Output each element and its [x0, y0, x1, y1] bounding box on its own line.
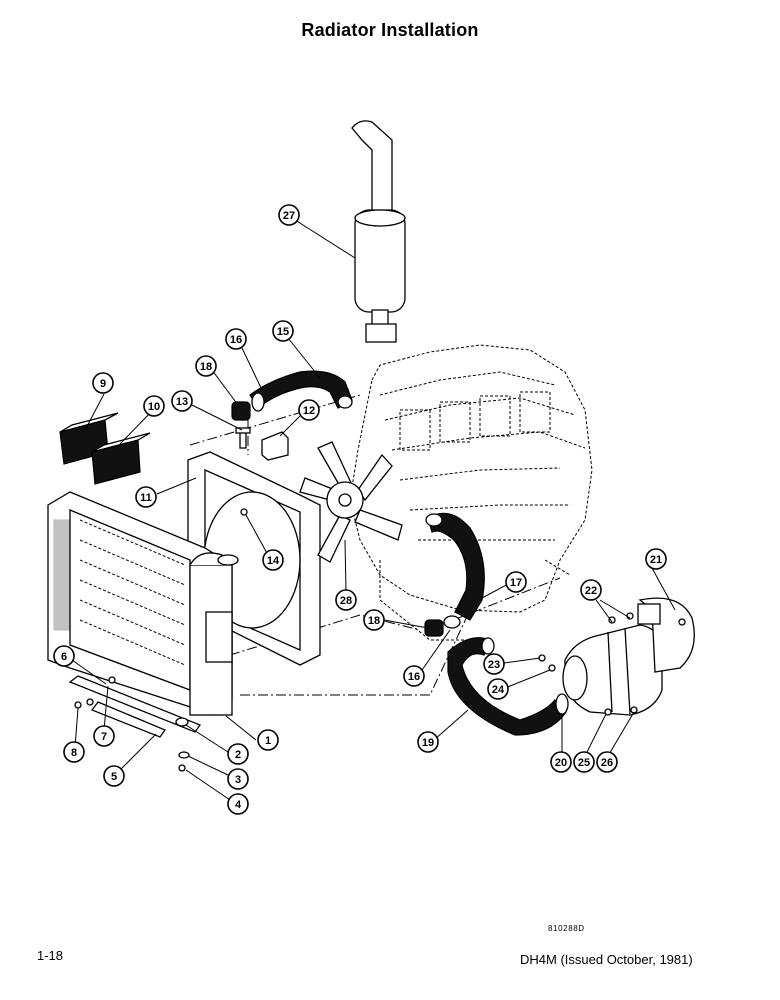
- callout-12: 12: [298, 399, 320, 421]
- svg-text:16: 16: [408, 671, 420, 683]
- svg-text:4: 4: [235, 799, 242, 811]
- callout-28: 28: [335, 589, 357, 611]
- callout-25: 25: [573, 751, 595, 773]
- callout-15: 15: [272, 320, 294, 342]
- core-blocks-part: [59, 412, 151, 485]
- intake-hose-part: [447, 637, 569, 736]
- document-reference: DH4M (Issued October, 1981): [520, 952, 693, 967]
- svg-text:27: 27: [283, 210, 295, 222]
- callout-14: 14: [262, 549, 284, 571]
- svg-text:21: 21: [650, 554, 662, 566]
- svg-text:6: 6: [61, 651, 67, 663]
- callout-16b: 16: [403, 665, 425, 687]
- callout-23: 23: [483, 653, 505, 675]
- svg-text:1: 1: [265, 735, 271, 747]
- drawing-number: 810288D: [548, 924, 585, 933]
- muffler-part: [351, 120, 406, 343]
- callout-18b: 18: [363, 609, 385, 631]
- svg-text:20: 20: [555, 757, 567, 769]
- svg-text:11: 11: [140, 492, 152, 504]
- svg-text:18: 18: [368, 615, 380, 627]
- callout-26: 26: [596, 751, 618, 773]
- callout-27: 27: [278, 204, 300, 226]
- callout-20: 20: [550, 751, 572, 773]
- callout-21: 21: [645, 548, 667, 570]
- callout-8: 8: [63, 741, 85, 763]
- callout-3: 3: [227, 768, 249, 790]
- svg-text:14: 14: [267, 555, 280, 567]
- mounting-bar-part: [68, 675, 202, 772]
- svg-text:26: 26: [601, 757, 613, 769]
- svg-text:25: 25: [578, 757, 590, 769]
- svg-text:2: 2: [235, 749, 241, 761]
- callout-18: 18: [195, 355, 217, 377]
- lower-hose-part: [424, 512, 485, 637]
- svg-text:10: 10: [148, 401, 160, 413]
- callout-10: 10: [143, 395, 165, 417]
- callout-22: 22: [580, 579, 602, 601]
- svg-text:7: 7: [101, 731, 107, 743]
- callout-6: 6: [53, 645, 75, 667]
- svg-text:9: 9: [100, 378, 106, 390]
- radiator-part: [47, 491, 239, 716]
- svg-text:17: 17: [510, 577, 522, 589]
- svg-text:12: 12: [303, 405, 315, 417]
- svg-text:8: 8: [71, 747, 77, 759]
- page-number: 1-18: [37, 948, 64, 963]
- callout-24: 24: [487, 678, 509, 700]
- svg-text:23: 23: [488, 659, 500, 671]
- svg-text:13: 13: [176, 396, 188, 408]
- callout-17: 17: [505, 571, 527, 593]
- callout-7: 7: [93, 725, 115, 747]
- callout-11: 11: [135, 486, 157, 508]
- bracket-part: [235, 427, 289, 461]
- callout-19: 19: [417, 731, 439, 753]
- svg-text:5: 5: [111, 771, 117, 783]
- callout-2: 2: [227, 743, 249, 765]
- svg-text:3: 3: [235, 774, 241, 786]
- fan-part: [299, 441, 403, 563]
- svg-text:28: 28: [340, 595, 352, 607]
- page-title: Radiator Installation: [301, 20, 479, 40]
- callout-9: 9: [92, 372, 114, 394]
- callout-13: 13: [171, 390, 193, 412]
- svg-text:19: 19: [422, 737, 434, 749]
- svg-text:18: 18: [200, 361, 212, 373]
- upper-hose-part: [231, 370, 353, 421]
- air-cleaner-part: [538, 597, 695, 716]
- callout-5: 5: [103, 765, 125, 787]
- engine-phantom: [349, 344, 593, 641]
- callout-16: 16: [225, 328, 247, 350]
- svg-text:24: 24: [492, 684, 505, 696]
- callout-1: 1: [257, 729, 279, 751]
- svg-text:16: 16: [230, 334, 242, 346]
- callout-4: 4: [227, 793, 249, 815]
- svg-text:15: 15: [277, 326, 289, 338]
- leader-lines: [71, 217, 676, 801]
- svg-text:22: 22: [585, 585, 597, 597]
